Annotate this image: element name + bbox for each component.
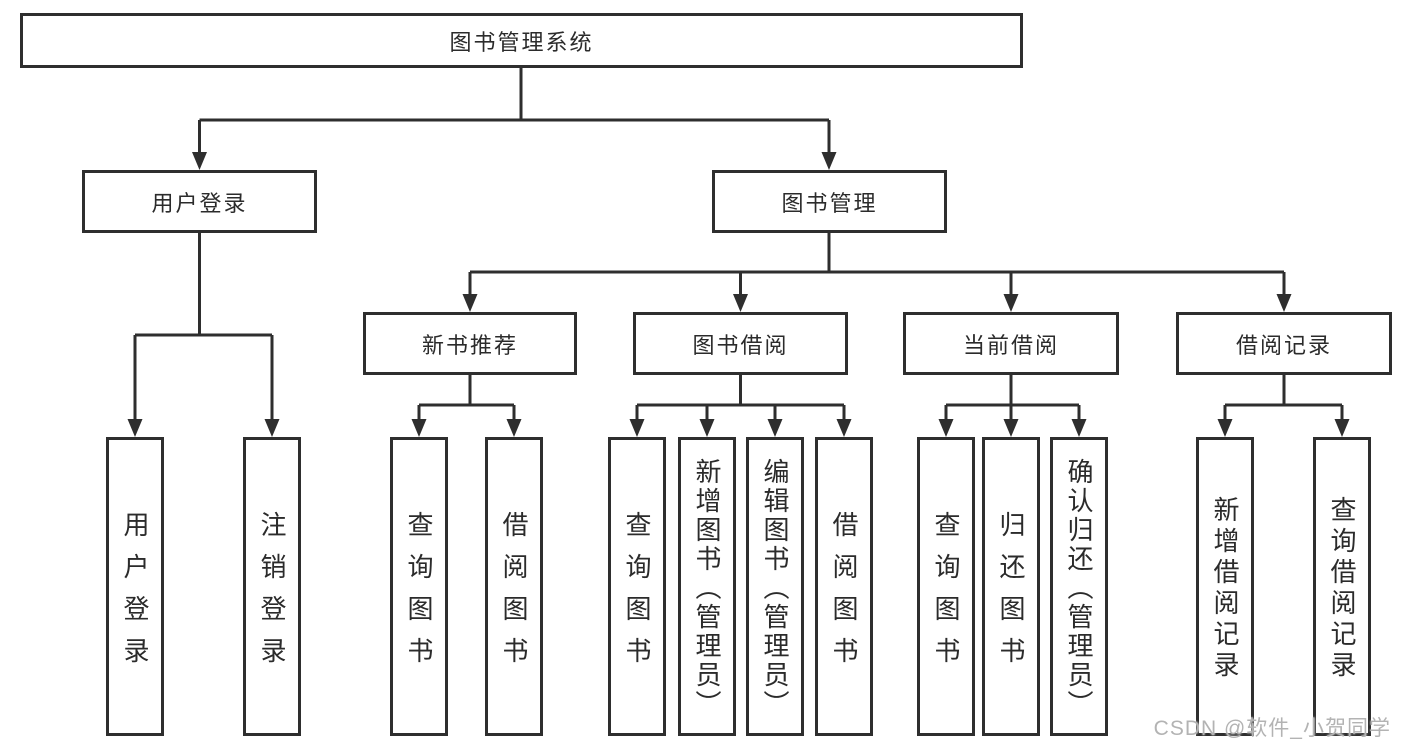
arrow-icon bbox=[1003, 419, 1019, 437]
node-library-management-system: 图书管理系统 bbox=[20, 13, 1023, 68]
leaf-confirm-return-admin: 确认归还（管理员） bbox=[1050, 437, 1108, 736]
arrow-icon bbox=[264, 419, 280, 437]
arrow-icon bbox=[1276, 294, 1292, 312]
leaf-query-borrow-record: 查询借阅记录 bbox=[1313, 437, 1371, 736]
leaf-user-login: 用户登录 bbox=[106, 437, 164, 736]
leaf-logout: 注销登录 bbox=[243, 437, 301, 736]
leaf-label: 确认归还（管理员） bbox=[1064, 457, 1094, 719]
leaf-label: 查询图书 bbox=[931, 510, 961, 679]
arrow-icon bbox=[192, 152, 207, 170]
connector-userlogin-to-leaves bbox=[133, 233, 274, 425]
connector-currentborrow-to-leaves bbox=[944, 375, 1081, 425]
csdn-watermark: CSDN @软件_小贺同学 bbox=[1153, 717, 1391, 740]
arrow-heads bbox=[127, 152, 1350, 437]
arrow-icon bbox=[411, 419, 427, 437]
connector-bookmgmt-to-level2 bbox=[468, 233, 1286, 300]
leaf-label: 新增图书（管理员） bbox=[692, 457, 722, 719]
node-current-borrow: 当前借阅 bbox=[903, 312, 1119, 375]
leaf-label: 注销登录 bbox=[257, 510, 287, 679]
connector-records-to-leaves bbox=[1223, 375, 1344, 425]
arrow-icon bbox=[1217, 419, 1233, 437]
leaf-label: 用户登录 bbox=[120, 510, 150, 679]
arrow-icon bbox=[821, 152, 837, 170]
node-user-login: 用户登录 bbox=[82, 170, 317, 233]
leaf-query-books-recommend: 查询图书 bbox=[390, 437, 448, 736]
leaf-edit-book-admin: 编辑图书（管理员） bbox=[746, 437, 804, 736]
leaf-borrow-books-recommend: 借阅图书 bbox=[485, 437, 543, 736]
connector-root-to-level1 bbox=[198, 68, 831, 158]
node-book-management: 图书管理 bbox=[712, 170, 947, 233]
node-book-borrow: 图书借阅 bbox=[633, 312, 848, 375]
connector-bookborrow-to-leaves bbox=[635, 375, 846, 425]
arrow-icon bbox=[733, 294, 748, 312]
node-new-book-recommend: 新书推荐 bbox=[363, 312, 577, 375]
arrow-icon bbox=[938, 419, 954, 437]
leaf-add-book-admin: 新增图书（管理员） bbox=[678, 437, 736, 736]
leaf-label: 查询借阅记录 bbox=[1327, 496, 1357, 682]
leaf-query-books-borrow: 查询图书 bbox=[608, 437, 666, 736]
node-borrow-records: 借阅记录 bbox=[1176, 312, 1392, 375]
arrow-icon bbox=[127, 419, 143, 437]
leaf-label: 新增借阅记录 bbox=[1210, 496, 1240, 682]
arrow-icon bbox=[836, 419, 852, 437]
arrow-icon bbox=[1334, 419, 1350, 437]
arrow-icon bbox=[1071, 419, 1087, 437]
leaf-label: 归还图书 bbox=[996, 510, 1026, 679]
leaf-label: 查询图书 bbox=[404, 510, 434, 679]
arrow-icon bbox=[462, 294, 478, 312]
leaf-borrow-books-borrow: 借阅图书 bbox=[815, 437, 873, 736]
arrow-icon bbox=[1003, 294, 1019, 312]
leaf-label: 编辑图书（管理员） bbox=[760, 457, 790, 719]
leaf-label: 借阅图书 bbox=[829, 510, 859, 679]
leaf-add-borrow-record: 新增借阅记录 bbox=[1196, 437, 1254, 736]
leaf-label: 查询图书 bbox=[622, 510, 652, 679]
arrow-icon bbox=[506, 419, 522, 437]
leaf-query-books-current: 查询图书 bbox=[917, 437, 975, 736]
arrow-icon bbox=[699, 419, 715, 437]
leaf-return-books: 归还图书 bbox=[982, 437, 1040, 736]
leaf-label: 借阅图书 bbox=[499, 510, 529, 679]
arrow-icon bbox=[767, 419, 783, 437]
connector-newbook-to-leaves bbox=[417, 375, 516, 425]
arrow-icon bbox=[629, 419, 645, 437]
